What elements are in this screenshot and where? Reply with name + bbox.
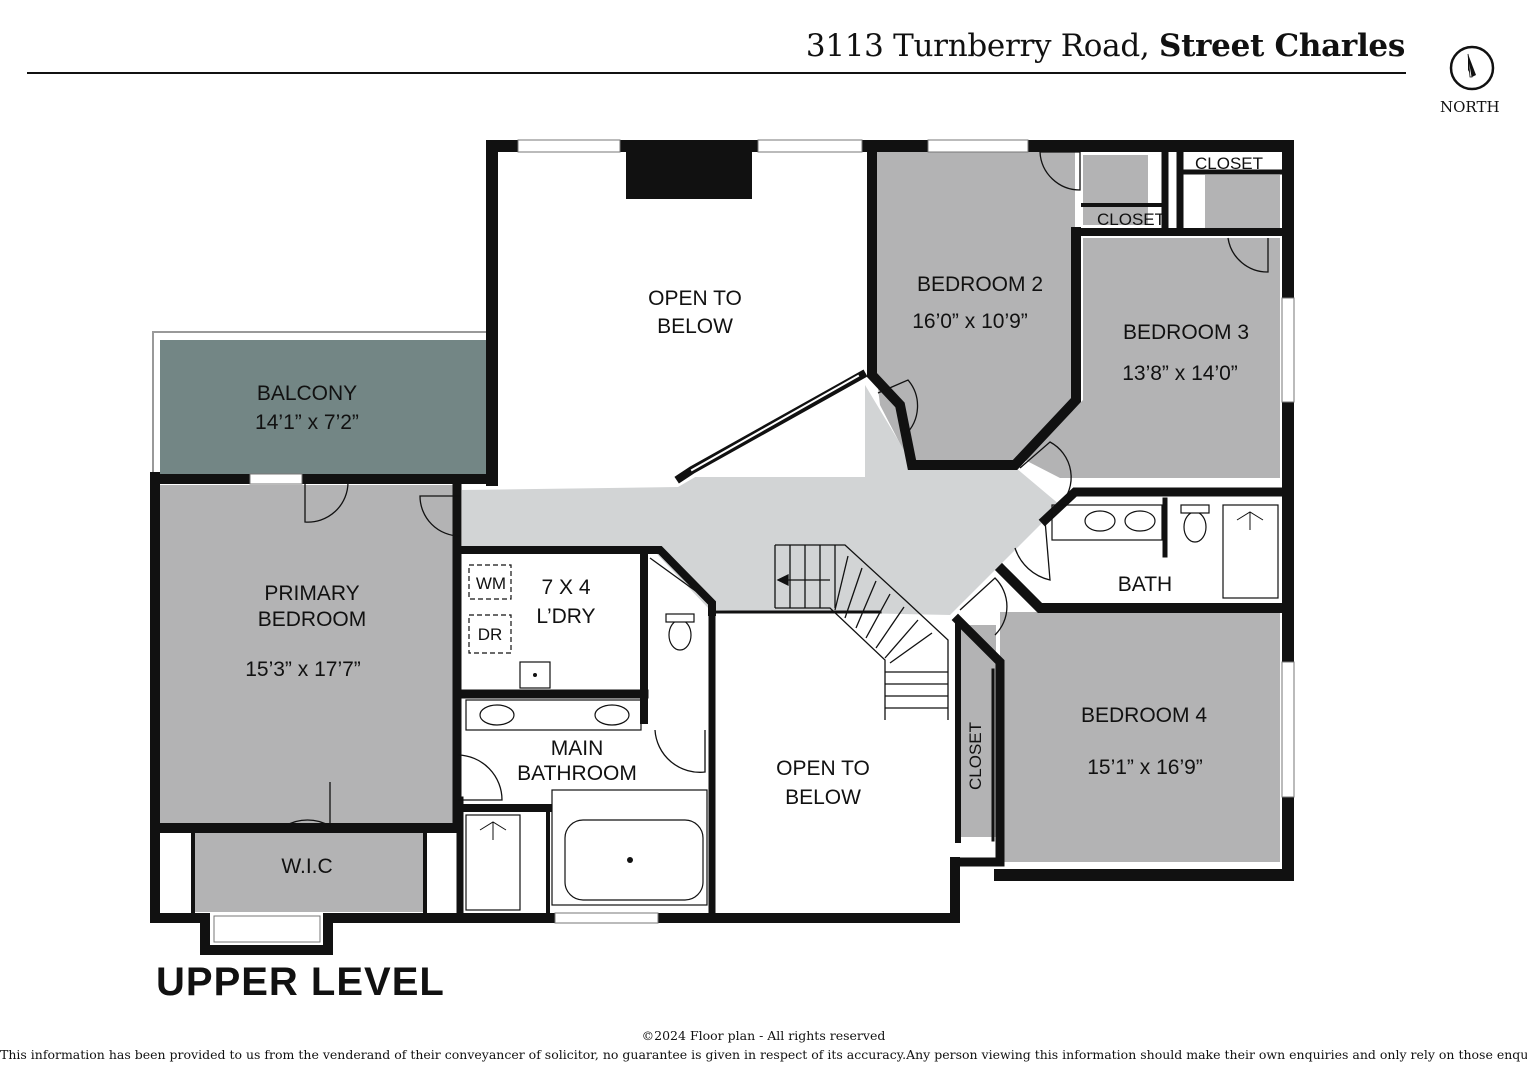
closet-a-label: CLOSET	[1195, 154, 1263, 173]
door-swing	[877, 379, 919, 436]
bedroom3-size: 13’8” x 14’0”	[1122, 362, 1238, 385]
toilet	[668, 619, 692, 651]
primary-bedroom-area	[160, 485, 457, 823]
door-swing	[457, 754, 503, 801]
bedroom2-area	[877, 152, 1075, 463]
window	[757, 139, 863, 153]
window	[1281, 661, 1295, 798]
dr-label: DR	[478, 625, 503, 644]
bedroom3-name: BEDROOM 3	[1123, 321, 1249, 344]
primary-l1: PRIMARY	[264, 582, 359, 605]
door-swing	[1014, 519, 1051, 581]
washer	[468, 564, 512, 600]
staircase	[774, 544, 949, 720]
header-rule	[27, 72, 1406, 74]
wic-area	[193, 832, 425, 912]
compass-label: NORTH	[1440, 98, 1500, 116]
open-below-bottom-area	[718, 617, 948, 912]
door-swing	[419, 495, 461, 537]
open-below-top-area	[498, 152, 865, 477]
door-swing	[654, 729, 706, 773]
window	[927, 139, 1029, 153]
wall-laundry	[456, 546, 716, 616]
balcony-railing	[152, 331, 490, 475]
bathtub	[564, 819, 704, 901]
compass-icon	[1449, 45, 1495, 91]
wall-bed2	[867, 143, 1081, 470]
open-below-bot-l2: BELOW	[785, 786, 861, 809]
bedroom2-size: 16’0” x 10’9”	[912, 310, 1028, 333]
door-swing	[1227, 237, 1269, 273]
sink	[1124, 510, 1156, 532]
bedroom4-name: BEDROOM 4	[1081, 704, 1207, 727]
window	[1281, 297, 1295, 403]
primary-size: 15’3” x 17’7”	[245, 658, 361, 681]
main-bath-l1: MAIN	[551, 737, 604, 760]
balcony-name: BALCONY	[257, 382, 357, 405]
door-swing	[1039, 151, 1081, 191]
laundry-size: 7 X 4	[541, 576, 590, 599]
bath-name: BATH	[1118, 573, 1172, 596]
wall-top-open	[486, 140, 876, 486]
dryer	[468, 614, 512, 654]
address-street: 3113 Turnberry Road,	[805, 28, 1150, 64]
level-title: UPPER LEVEL	[156, 960, 445, 1004]
sink	[479, 704, 515, 726]
wall-top-right	[864, 140, 1294, 881]
property-address: 3113 Turnberry Road, Street Charles	[806, 28, 1405, 64]
hallway-area	[462, 380, 1060, 615]
balcony-area	[160, 340, 490, 474]
open-below-top-l1: OPEN TO	[648, 287, 742, 310]
primary-l2: BEDROOM	[258, 608, 367, 631]
bedroom4-area	[1000, 612, 1280, 862]
sink	[1084, 510, 1116, 532]
wall-left	[150, 472, 960, 955]
vanity-main	[465, 699, 642, 731]
door-swing	[284, 782, 331, 828]
closet-c-label: CLOSET	[966, 722, 985, 790]
copyright: ©2024 Floor plan - All rights reserved	[641, 1028, 886, 1043]
fireplace	[626, 150, 752, 199]
open-below-top-l2: BELOW	[657, 315, 733, 338]
door-swing	[1019, 441, 1072, 506]
window	[249, 473, 303, 485]
open-below-bot-l1: OPEN TO	[776, 757, 870, 780]
sink	[594, 704, 630, 726]
window	[213, 915, 321, 943]
wall-bath	[1038, 487, 1293, 527]
closet-a-area	[1083, 155, 1148, 225]
window	[517, 139, 621, 153]
main-bath-l2: BATHROOM	[517, 762, 637, 785]
balcony-size: 14’1” x 7’2”	[255, 411, 359, 434]
bedroom2-name: BEDROOM 2	[917, 273, 1043, 296]
closet-b-label: CLOSET	[1097, 210, 1165, 229]
wm-label: WM	[476, 574, 506, 593]
door-swing	[304, 481, 349, 523]
disclaimer: This information has been provided to us…	[0, 1047, 1527, 1062]
bathtub-surround	[551, 789, 708, 906]
laundry-name: L’DRY	[536, 605, 595, 628]
window	[554, 912, 659, 924]
vanity-bath	[1051, 504, 1163, 541]
door-swing	[959, 577, 1008, 636]
toilet	[1183, 511, 1207, 543]
closet-c-area	[958, 625, 996, 837]
bedroom3-area	[1025, 238, 1280, 478]
address-city: Street Charles	[1159, 28, 1405, 64]
wall-bed4	[951, 613, 1005, 867]
bedroom4-size: 15’1” x 16’9”	[1087, 756, 1203, 779]
wic-name: W.I.C	[281, 855, 332, 878]
closet-b-area	[1205, 175, 1280, 235]
